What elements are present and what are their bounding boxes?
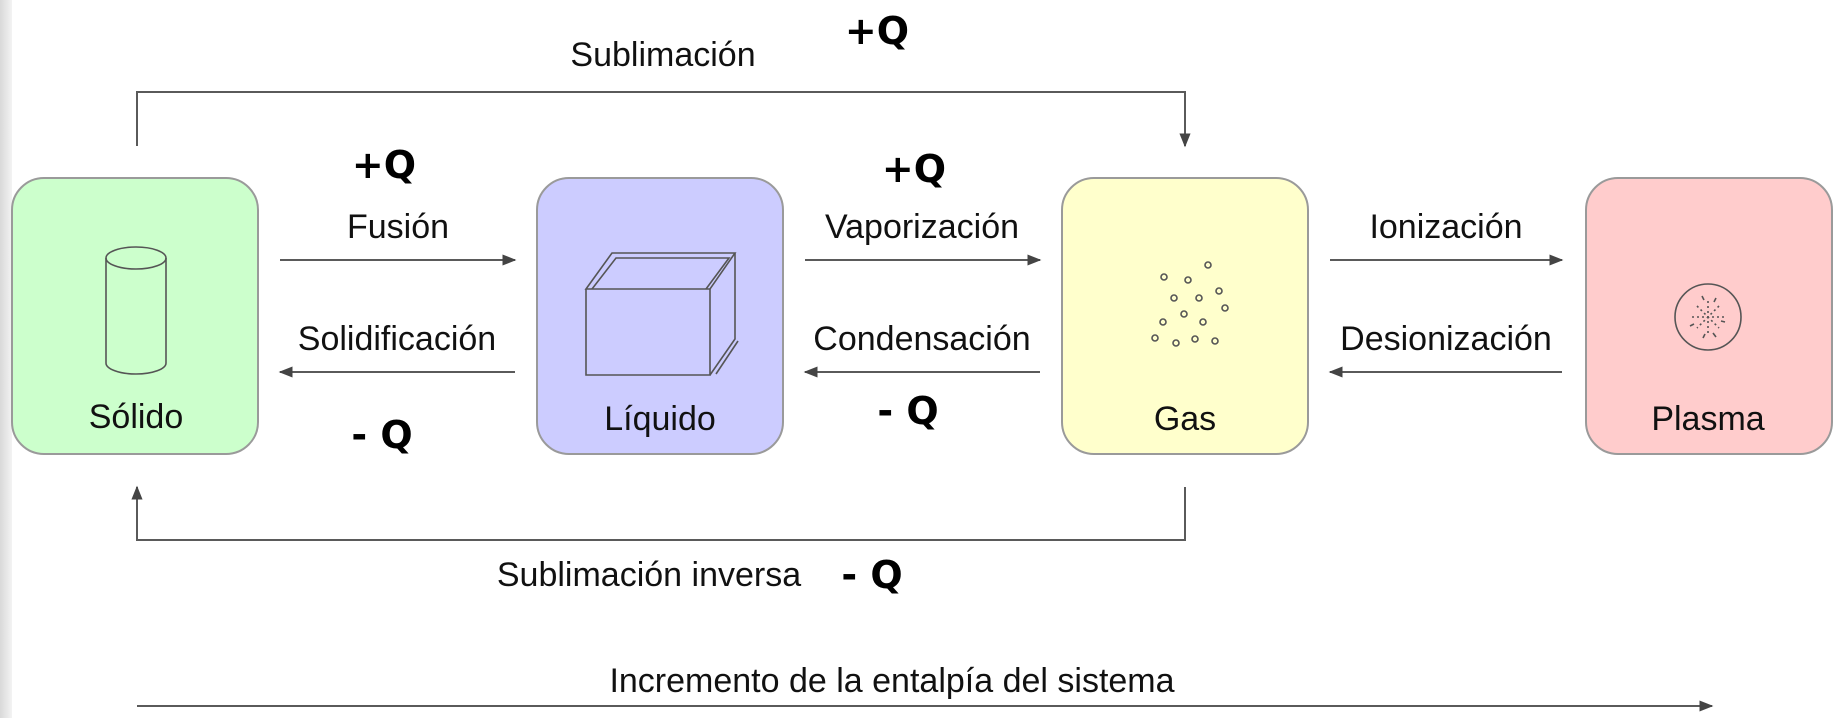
reverse-sublimation-arrow (131, 485, 1186, 541)
condensation-heat: - Q (877, 389, 938, 433)
state-gas: Gas (1061, 177, 1309, 455)
plasma-icon (1674, 283, 1742, 351)
fusion-label: Fusión (347, 208, 449, 246)
state-label-liquid: Líquido (604, 400, 716, 438)
state-label-solid: Sólido (89, 398, 184, 436)
sublimation-arrow (136, 91, 1191, 148)
left-edge-strip (0, 0, 12, 718)
state-label-gas: Gas (1154, 400, 1216, 438)
reverse-sublimation-heat: - Q (841, 553, 902, 597)
state-box-gas (1061, 177, 1309, 455)
enthalpy-axis-label: Incremento de la entalpía del sistema (609, 662, 1174, 700)
state-box-plasma (1585, 177, 1833, 455)
solidification-label: Solidificación (298, 320, 496, 358)
solidification-heat: - Q (351, 413, 412, 457)
state-label-plasma: Plasma (1651, 400, 1764, 438)
state-liquid: Líquido (536, 177, 784, 455)
deionization-label: Desionización (1340, 320, 1552, 358)
container-icon (584, 252, 739, 376)
cylinder-icon (105, 246, 167, 375)
ionization-label: Ionización (1369, 208, 1522, 246)
sublimation-heat: +Q (845, 9, 909, 53)
vaporization-heat: +Q (882, 147, 946, 191)
vaporization-label: Vaporización (825, 208, 1019, 246)
sublimation-label: Sublimación (570, 36, 755, 74)
state-plasma: Plasma (1585, 177, 1833, 455)
state-solid: Sólido (11, 177, 259, 455)
reverse-sublimation-label: Sublimación inversa (497, 556, 801, 594)
state-box-liquid (536, 177, 784, 455)
state-box-solid (11, 177, 259, 455)
fusion-heat: +Q (352, 143, 416, 187)
gas-particles-icon (1151, 261, 1229, 347)
condensation-label: Condensación (813, 320, 1030, 358)
